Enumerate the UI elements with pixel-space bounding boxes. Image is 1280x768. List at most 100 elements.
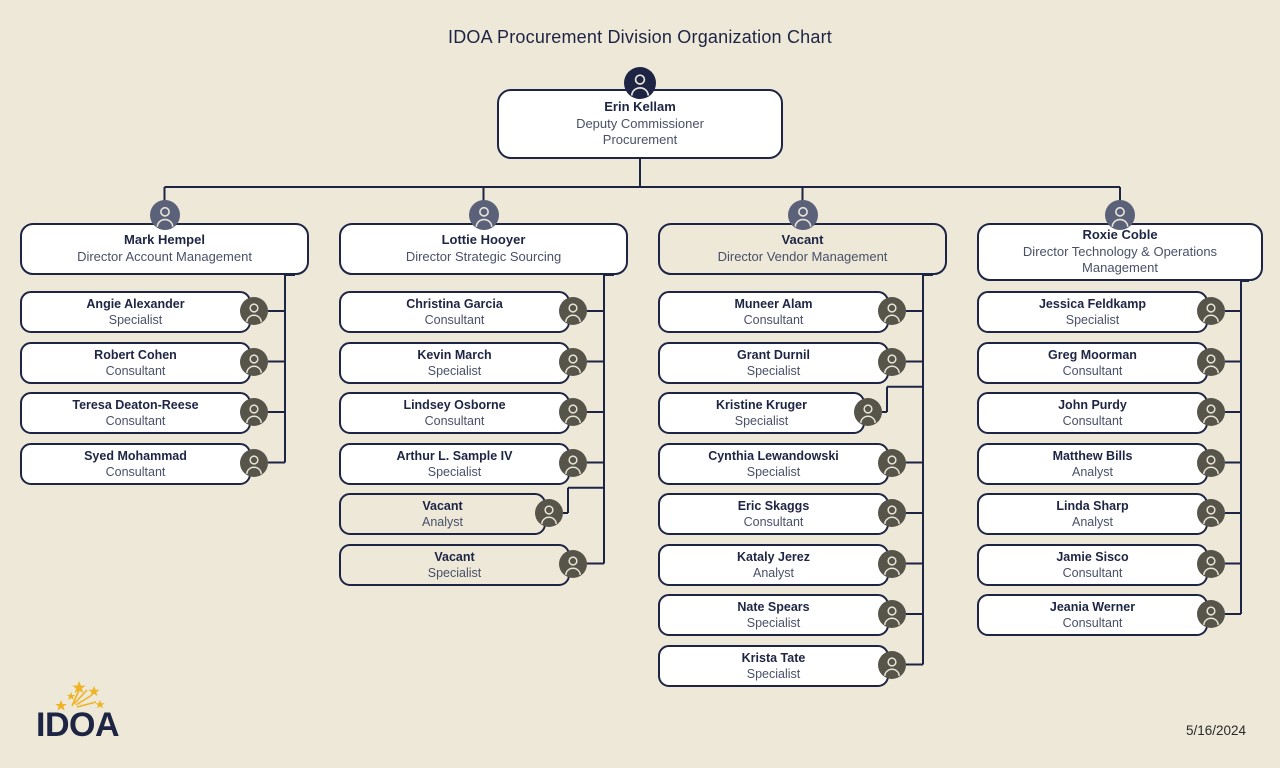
node-job-title: Consultant bbox=[105, 363, 166, 378]
node-person-name: Vacant bbox=[434, 549, 475, 564]
node-person-name: Greg Moorman bbox=[1048, 347, 1137, 362]
node-person-name: Jeania Werner bbox=[1049, 600, 1136, 614]
node-job-title: Consultant bbox=[743, 515, 804, 529]
node-job-title: Consultant bbox=[1062, 616, 1123, 630]
svg-text:IDOA: IDOA bbox=[36, 706, 119, 740]
node-person-name: Vacant bbox=[422, 499, 463, 513]
node-person-name: Vacant bbox=[781, 232, 824, 248]
node-person-name: Lottie Hooyer bbox=[441, 232, 526, 248]
report-avatar-icon bbox=[559, 347, 587, 376]
node-person-name: Lindsey Osborne bbox=[403, 398, 506, 412]
node-person-name: Muneer Alam bbox=[734, 297, 813, 311]
report-avatar-icon bbox=[1197, 297, 1225, 325]
node-job-title: Specialist bbox=[427, 363, 482, 378]
node-person-name: Jessica Feldkamp bbox=[1038, 297, 1146, 311]
report-avatar-icon bbox=[878, 600, 906, 628]
node-job-title: Consultant bbox=[105, 464, 166, 479]
node-person-name: Kristine Kruger bbox=[716, 398, 807, 412]
node-job-title: Director Strategic Sourcing bbox=[405, 249, 562, 264]
node-person-name: Linda Sharp bbox=[1056, 499, 1129, 513]
node-person-name: Syed Mohammad bbox=[84, 448, 187, 463]
node-job-title: Specialist bbox=[746, 616, 801, 630]
node-job-title: Specialist bbox=[746, 363, 801, 378]
node-job-title: Director Technology & Operations bbox=[1022, 243, 1218, 259]
node-person-name: Robert Cohen bbox=[94, 347, 177, 362]
node-job-title: Consultant bbox=[1062, 414, 1123, 428]
node-job-title: Specialist bbox=[1065, 313, 1120, 327]
node-job-title: Specialist bbox=[746, 666, 801, 681]
node-job-title: Consultant bbox=[1062, 565, 1123, 580]
node-job-title: Director Vendor Management bbox=[717, 249, 888, 264]
node-job-title: Analyst bbox=[1072, 515, 1113, 529]
node-job-title: Analyst bbox=[1072, 464, 1113, 479]
node-job-title: Procurement bbox=[602, 132, 678, 148]
report-avatar-icon bbox=[559, 398, 587, 426]
node-person-name: Kataly Jerez bbox=[737, 549, 810, 564]
report-avatar-icon bbox=[559, 549, 587, 578]
node-job-title: Analyst bbox=[422, 515, 463, 529]
node-person-name: Christina Garcia bbox=[406, 297, 503, 311]
node-job-title: Consultant bbox=[424, 313, 485, 327]
report-avatar-icon bbox=[878, 549, 906, 578]
node-person-name: Krista Tate bbox=[741, 650, 806, 665]
node-person-name: Mark Hempel bbox=[124, 232, 205, 248]
report-avatar-icon bbox=[559, 297, 587, 325]
director-avatar-icon bbox=[149, 200, 180, 230]
report-avatar-icon bbox=[1197, 448, 1225, 477]
report-avatar-icon bbox=[878, 448, 906, 477]
chart-date: 5/16/2024 bbox=[1185, 723, 1246, 738]
report-avatar-icon bbox=[1197, 549, 1225, 578]
report-avatar-icon bbox=[878, 650, 906, 679]
node-person-name: Kevin March bbox=[417, 347, 492, 362]
node-person-name: Nate Spears bbox=[737, 600, 810, 614]
node-job-title: Specialist bbox=[108, 313, 163, 327]
node-person-name: Erin Kellam bbox=[604, 99, 676, 115]
node-person-name: Eric Skaggs bbox=[737, 499, 810, 513]
report-avatar-icon bbox=[1197, 600, 1225, 628]
node-job-title: Director Account Management bbox=[77, 249, 252, 264]
node-job-title: Specialist bbox=[734, 414, 789, 428]
node-person-name: Matthew Bills bbox=[1052, 448, 1133, 463]
node-person-name: Angie Alexander bbox=[86, 297, 185, 311]
node-job-title: Consultant bbox=[1062, 363, 1123, 378]
report-avatar-icon bbox=[878, 297, 906, 325]
report-avatar-icon bbox=[854, 398, 882, 426]
node-person-name: Jamie Sisco bbox=[1056, 549, 1129, 564]
report-avatar-icon bbox=[878, 499, 906, 527]
director-avatar-icon bbox=[1105, 200, 1135, 230]
report-avatar-icon bbox=[1197, 398, 1225, 426]
node-job-title: Management bbox=[1082, 260, 1158, 276]
root-avatar-icon bbox=[624, 67, 656, 99]
